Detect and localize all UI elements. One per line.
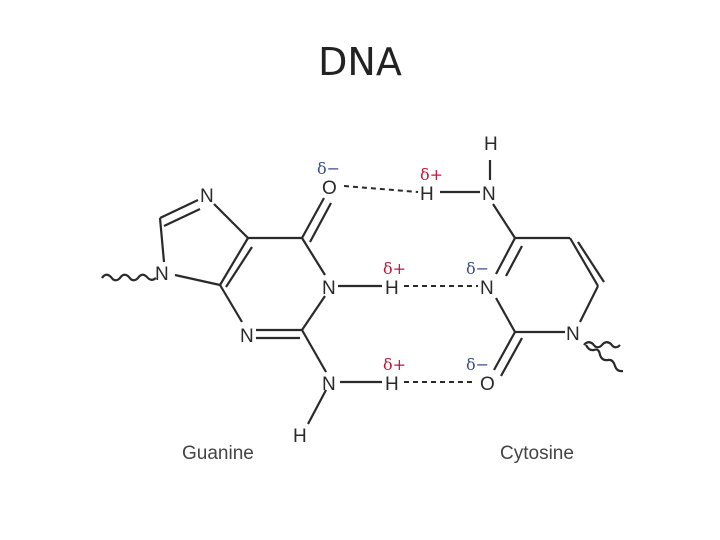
charge-amino-h: δ+ [383, 355, 406, 374]
atom-n1: N [322, 278, 336, 299]
atom-amine-h: H [420, 184, 434, 205]
atom-n3-cytosine: N [480, 278, 494, 299]
atom-top-h: H [484, 134, 498, 155]
atom-n7: N [200, 186, 214, 207]
slide-title: DNA [318, 40, 402, 84]
atom-amino-h2: H [293, 426, 307, 447]
atom-n1-cytosine: N [566, 324, 580, 345]
atom-amino-n: N [322, 374, 336, 395]
atom-o2: O [480, 374, 495, 395]
charge-o6: δ− [317, 159, 340, 178]
label-guanine: Guanine [182, 443, 254, 464]
atom-n9: N [155, 264, 169, 285]
charge-amine-h: δ+ [420, 165, 443, 184]
charge-o2: δ− [466, 355, 489, 374]
charge-n1-h: δ+ [383, 259, 406, 278]
charge-n3-cytosine: δ− [466, 259, 489, 278]
cytosine-bonds [440, 160, 624, 377]
atom-n1-h: H [385, 278, 399, 299]
atom-n3: N [240, 326, 254, 347]
guanine-bonds [101, 197, 382, 425]
hydrogen-bonds [343, 185, 478, 383]
atom-amino-h1: H [385, 374, 399, 395]
atom-amine-n: N [482, 184, 496, 205]
label-cytosine: Cytosine [500, 443, 574, 464]
atom-o6: O [322, 178, 337, 199]
hbond-top [343, 185, 419, 193]
